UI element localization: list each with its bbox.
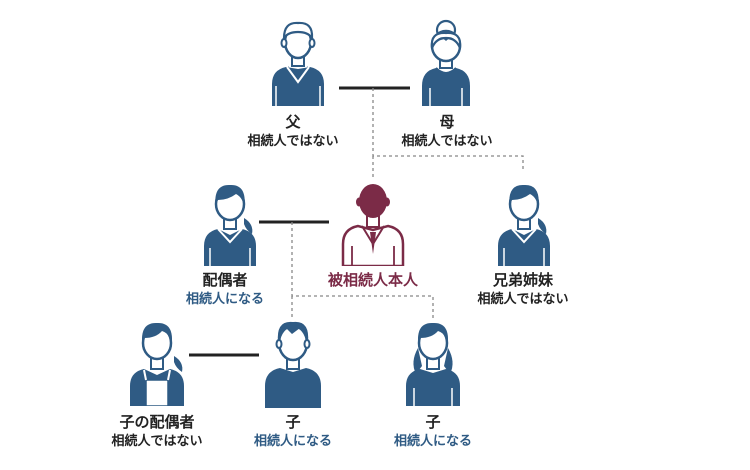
mother-label: 母 相続人ではない: [372, 112, 522, 152]
father-status: 相続人ではない: [247, 134, 339, 149]
child-spouse-woman-apron-icon: [130, 322, 184, 406]
child-boy-label: 子 相続人になる: [218, 412, 368, 452]
deceased-man-suit-icon: [341, 184, 405, 266]
mother-elderly-woman-icon: [422, 19, 470, 106]
spouse-name: 配偶者: [202, 271, 248, 289]
child-girl-status: 相続人になる: [393, 434, 472, 449]
father-label: 父 相続人ではない: [218, 112, 368, 152]
descent-lines-parents: [372, 88, 524, 180]
spouse-status: 相続人になる: [185, 292, 264, 307]
deceased-label: 被相続人本人: [298, 270, 448, 290]
child-spouse-name: 子の配偶者: [119, 413, 195, 431]
mother-name: 母: [439, 113, 455, 131]
mother-status: 相続人ではない: [401, 134, 493, 149]
child-girl-icon: [406, 322, 460, 406]
deceased-name: 被相続人本人: [327, 271, 418, 289]
siblings-status: 相続人ではない: [477, 292, 569, 307]
child-spouse-status: 相続人ではない: [111, 434, 203, 449]
father-man-icon: [272, 21, 324, 106]
child-spouse-label: 子の配偶者 相続人ではない: [82, 412, 232, 452]
child-boy-icon: [265, 321, 321, 408]
siblings-name: 兄弟姉妹: [492, 271, 553, 289]
child-boy-status: 相続人になる: [253, 434, 332, 449]
child-girl-label: 子 相続人になる: [358, 412, 508, 452]
father-name: 父: [285, 113, 301, 131]
spouse-label: 配偶者 相続人になる: [150, 270, 300, 310]
child-boy-name: 子: [285, 413, 301, 431]
siblings-label: 兄弟姉妹 相続人ではない: [448, 270, 598, 310]
child-girl-name: 子: [425, 413, 441, 431]
siblings-woman-icon: [498, 184, 550, 266]
descent-lines-children: [291, 222, 434, 320]
spouse-woman-icon: [204, 184, 256, 266]
